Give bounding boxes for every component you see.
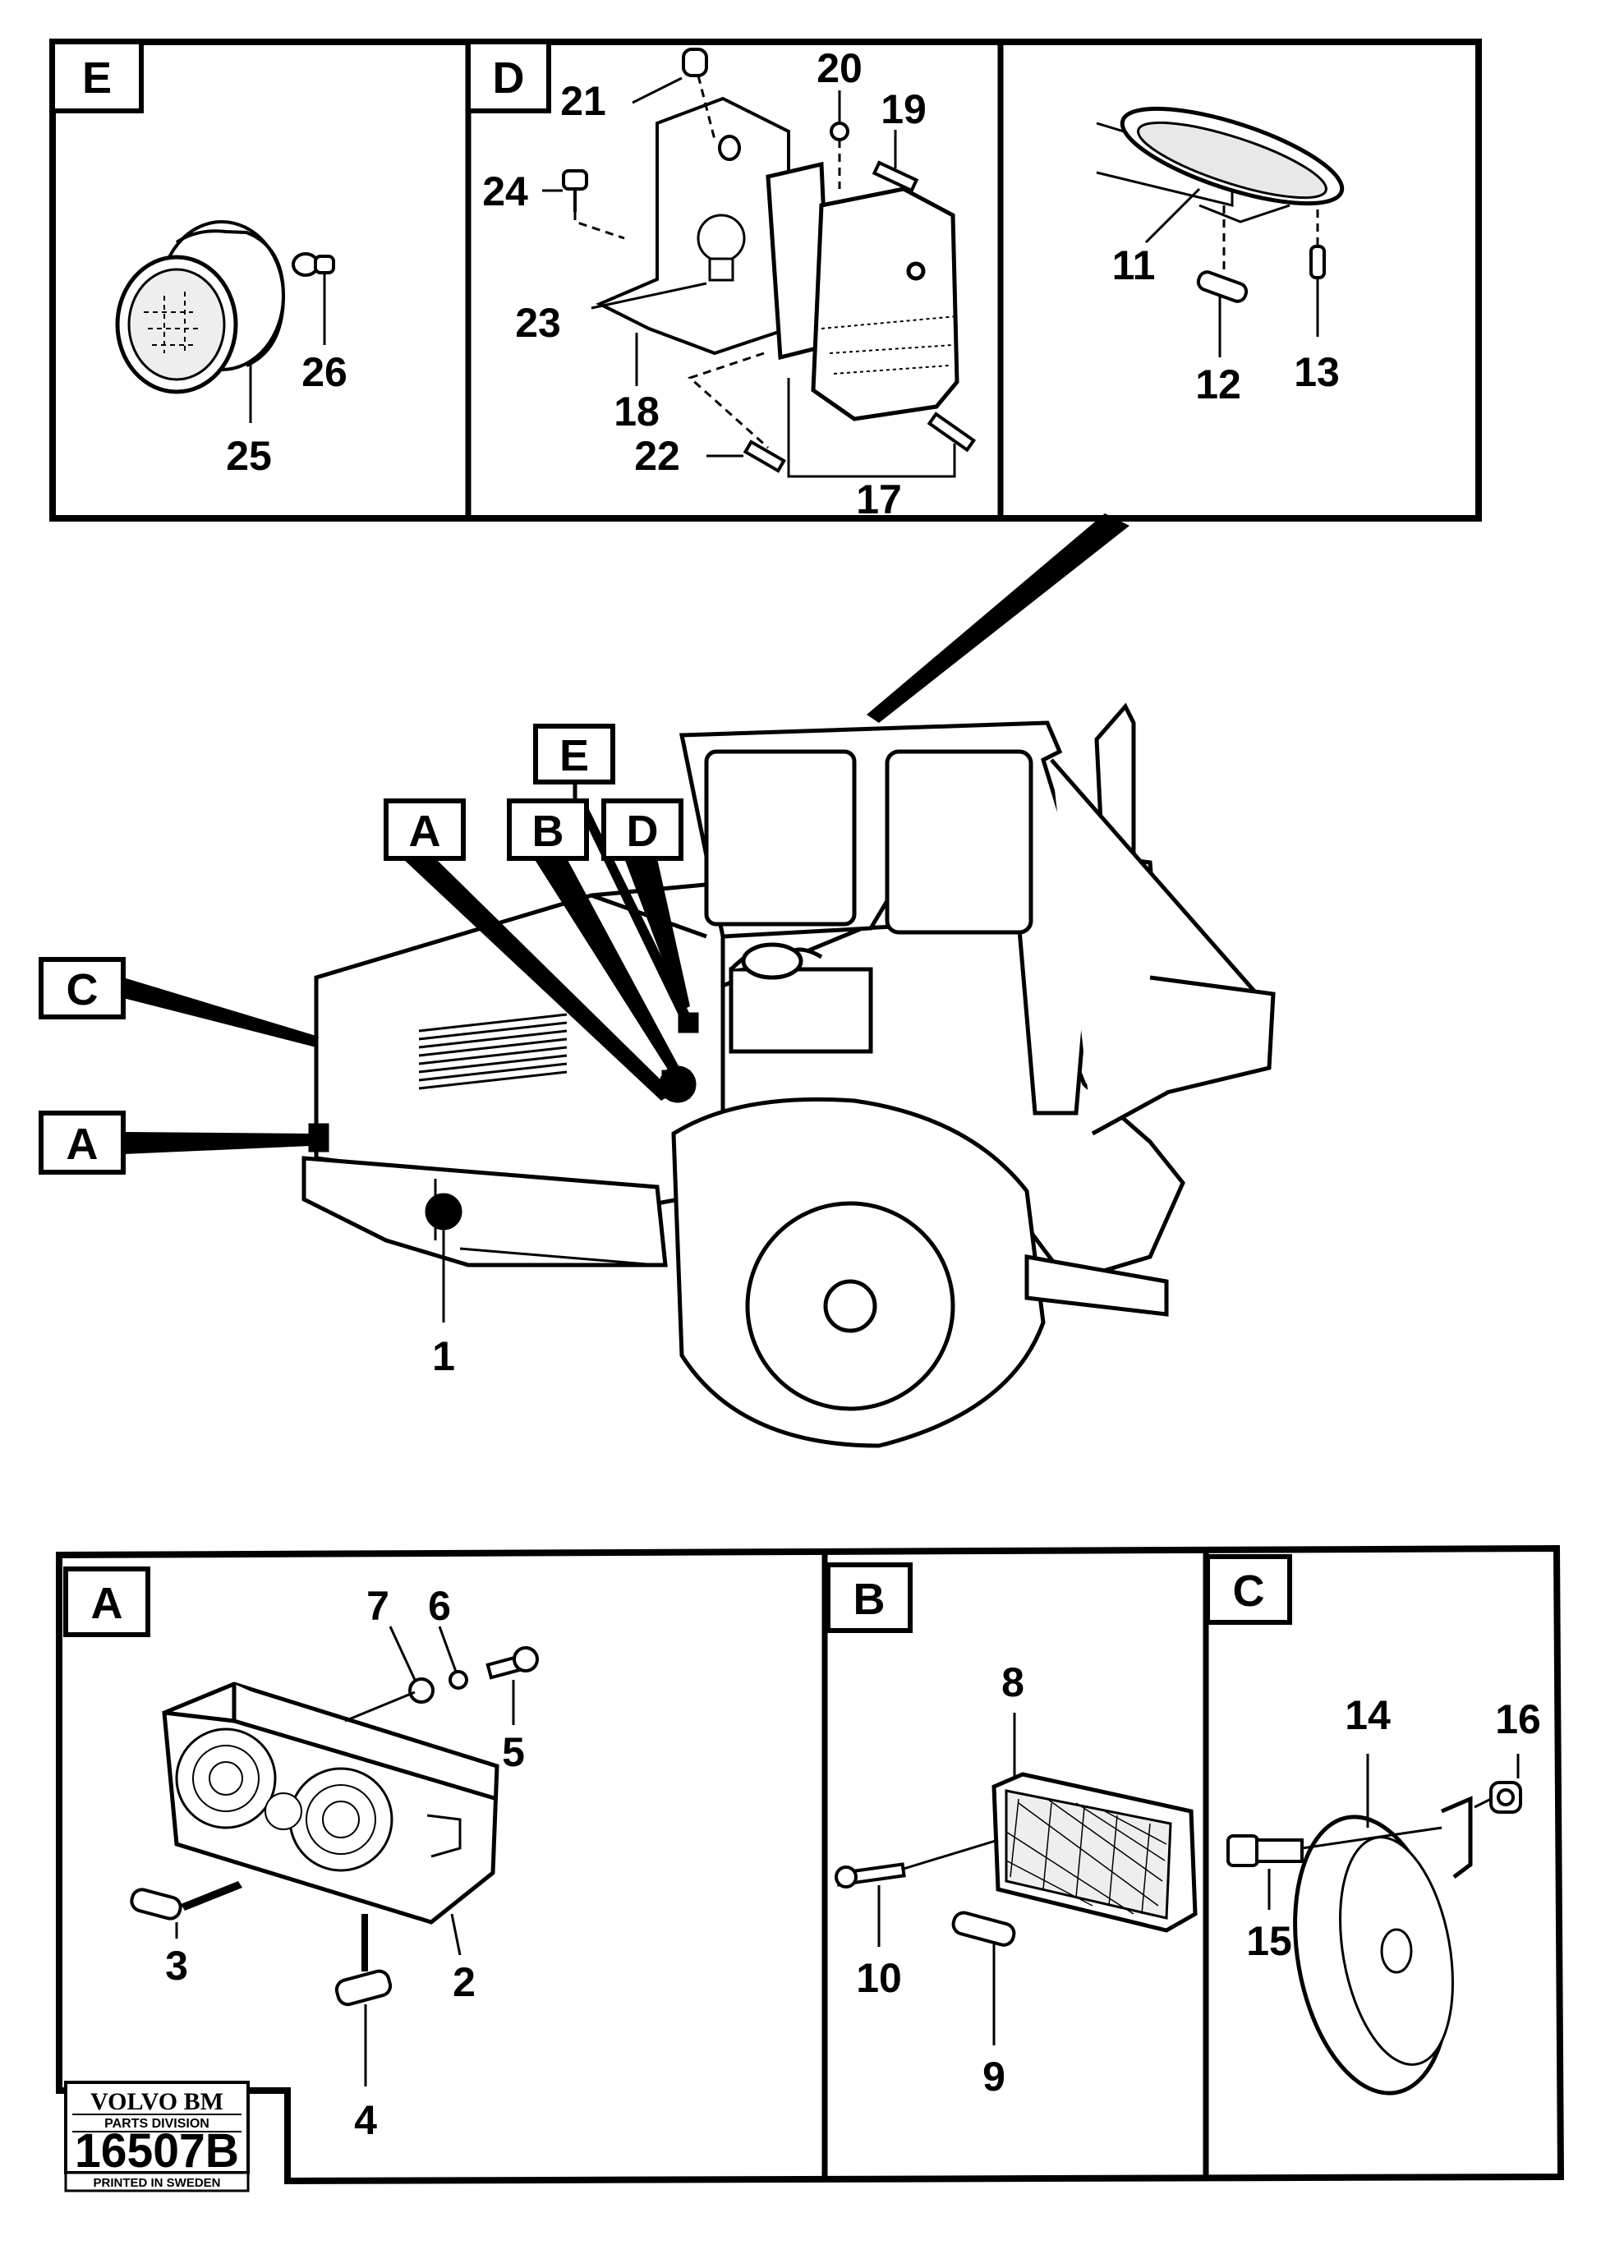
bulb-9-icon — [951, 1911, 1016, 1947]
part-label-19: 19 — [881, 86, 927, 132]
part-label-22: 22 — [634, 433, 680, 479]
panel-label-d: D — [493, 53, 525, 103]
part-label-23: 23 — [515, 300, 561, 346]
stamp-brand: VOLVO BM — [90, 2088, 223, 2115]
part-label-4: 4 — [354, 2097, 377, 2143]
bulb-23-icon — [697, 214, 746, 282]
stamp-printed: PRINTED IN SWEDEN — [93, 2176, 220, 2190]
bolt-15-icon — [1226, 1834, 1304, 1867]
screw-22-icon — [743, 439, 787, 473]
pointer-roof-to-cab — [867, 513, 1129, 723]
panel-label-b: B — [853, 1575, 886, 1624]
bulb-12-icon — [1196, 270, 1249, 303]
panel-label-a: A — [91, 1579, 123, 1628]
leader-lines-d — [542, 76, 956, 478]
callout-label-d: D — [627, 807, 659, 856]
panel-b-bottom: B 8 10 9 — [826, 1562, 1198, 2100]
part-label-5: 5 — [502, 1729, 525, 1775]
callout-label-a-lower: A — [67, 1120, 99, 1169]
assembly-lines-d — [573, 75, 841, 449]
washer-20-icon — [830, 122, 849, 141]
part-label-11: 11 — [1112, 242, 1156, 288]
part-label-16: 16 — [1495, 1696, 1541, 1742]
loader-machine-drawing — [301, 702, 1276, 1448]
leader-lines-c — [1267, 1754, 1520, 1910]
headlamp-2-icon — [162, 1681, 499, 1925]
roof-lamp-11-icon — [1120, 106, 1345, 206]
panel-e-top: E 26 25 — [50, 39, 347, 479]
screw-17b-icon — [927, 412, 977, 453]
volvo-bm-stamp: VOLVO BM PARTS DIVISION 16507B PRINTED I… — [64, 2081, 250, 2192]
part-label-6: 6 — [428, 1583, 451, 1629]
screw-21-icon — [682, 48, 708, 77]
panel-label-e: E — [82, 53, 112, 103]
part-label-3: 3 — [165, 1943, 188, 1989]
part-label-18: 18 — [614, 389, 660, 435]
screw-24-icon — [562, 169, 588, 212]
part-label-10: 10 — [856, 1955, 902, 2001]
callout-label-e: E — [559, 731, 589, 780]
panel-c-bottom: C 14 16 15 — [1205, 1554, 1541, 2095]
part-label-1: 1 — [432, 1333, 455, 1379]
part-label-25: 25 — [226, 433, 272, 479]
part-label-12: 12 — [1195, 361, 1241, 407]
bulb-4-icon — [334, 1969, 393, 2007]
washer-6-icon — [449, 1670, 468, 1690]
callout-label-a-upper: A — [409, 807, 441, 856]
bottom-panel-row — [56, 1544, 1565, 2185]
part-label-26: 26 — [301, 349, 347, 395]
panel-roof-lamp-top: 11 12 13 — [1096, 106, 1345, 407]
callout-box-a-lower — [39, 1111, 126, 1175]
leader-lines-a — [175, 1626, 515, 2086]
part-label-14: 14 — [1345, 1692, 1391, 1738]
stamp-division: PARTS DIVISION — [104, 2117, 209, 2131]
callout-box-b — [507, 798, 589, 861]
screw-10-icon — [835, 1862, 906, 1888]
top-panel-row — [49, 39, 1482, 522]
bracket-18-icon — [596, 96, 790, 356]
part-label-7: 7 — [366, 1583, 389, 1629]
nut-7-icon — [408, 1677, 435, 1704]
part-label-20: 20 — [817, 45, 863, 91]
part-label-8: 8 — [1001, 1659, 1024, 1705]
work-lamp-8-icon — [991, 1772, 1198, 1933]
lamp-housing-17-icon — [766, 161, 959, 421]
part-label-17: 17 — [856, 476, 902, 522]
stamp-code: 16507B — [75, 2124, 239, 2178]
horn-14-icon — [1293, 1796, 1473, 2095]
leader-lines-b — [877, 1713, 1016, 2045]
panel-label-c: C — [1233, 1566, 1265, 1616]
leader-lines-roof — [1144, 187, 1319, 357]
panel-a-bottom: A — [63, 1566, 539, 2143]
bulb-3-icon — [130, 1888, 182, 1921]
nut-16-icon — [1489, 1781, 1522, 1814]
screw-5-icon — [485, 1646, 539, 1680]
screw-19-icon — [872, 160, 919, 193]
panel-d-top: D — [466, 39, 977, 522]
part-label-24: 24 — [482, 168, 528, 214]
part-label-9: 9 — [982, 2054, 1005, 2100]
screw-26-icon — [292, 252, 335, 277]
callout-label-c: C — [67, 965, 99, 1014]
part-label-21: 21 — [560, 78, 606, 124]
lamp-25-icon — [115, 220, 286, 394]
part-label-2: 2 — [453, 1959, 476, 2005]
part-label-13: 13 — [1294, 349, 1340, 395]
callout-label-b: B — [532, 807, 564, 856]
part-label-15: 15 — [1246, 1918, 1292, 1964]
machine-callouts: E A B D C A 1 — [39, 724, 690, 1379]
screw-13-icon — [1309, 245, 1326, 279]
